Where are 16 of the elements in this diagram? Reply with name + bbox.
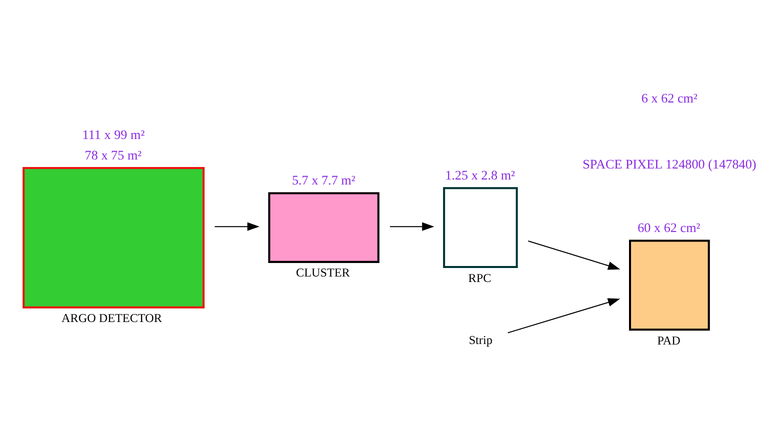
node-label: 78 x 75 m² (84, 147, 142, 162)
node-label: RPC (468, 270, 492, 285)
arrow (390, 222, 434, 231)
node-label: PAD (657, 333, 680, 348)
arrow (508, 298, 620, 334)
node-text: Strip (468, 332, 492, 347)
node-label: ARGO DETECTOR (62, 311, 162, 326)
label: SPACE PIXEL 124800 (147840) (582, 156, 756, 172)
node-label: 1.25 x 2.8 m² (445, 167, 516, 182)
node-label: 111 x 99 m² (82, 127, 145, 142)
node-label: 60 x 62 cm² (638, 220, 700, 236)
node-label: CLUSTER (296, 266, 350, 280)
node-label: 5.7 x 7.7 m² (292, 172, 356, 188)
label: 6 x 62 cm² (641, 90, 698, 106)
arrow (528, 240, 620, 270)
arrow (214, 222, 260, 231)
